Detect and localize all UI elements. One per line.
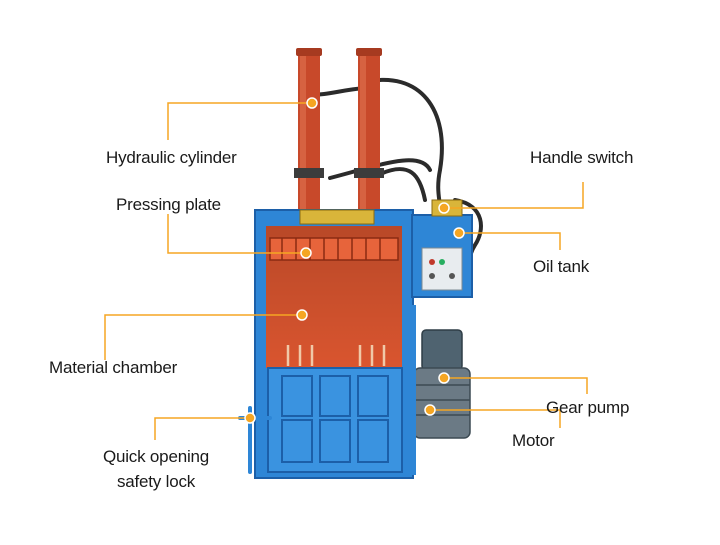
label-quick-lock-line2: safety lock — [116, 472, 196, 491]
label-quick-opening-safety-lock: Quick opening safety lock — [99, 444, 213, 494]
label-hydraulic-cylinder: Hydraulic cylinder — [106, 148, 237, 167]
label-handle-switch: Handle switch — [530, 148, 634, 167]
chamber-door — [267, 367, 403, 473]
callout-dots — [244, 97, 465, 424]
label-material-chamber: Material chamber — [49, 358, 178, 377]
callout-lines — [104, 102, 588, 440]
label-motor: Motor — [512, 431, 555, 450]
label-gear-pump: Gear pump — [546, 398, 630, 417]
label-quick-lock-line1: Quick opening — [102, 447, 210, 466]
control-box — [411, 199, 473, 298]
label-pressing-plate: Pressing plate — [116, 195, 221, 214]
motor-assembly — [412, 305, 471, 475]
label-oil-tank: Oil tank — [533, 257, 590, 276]
hydraulic-cylinders — [294, 48, 384, 214]
pressing-plate — [269, 237, 399, 261]
material-chamber — [266, 226, 402, 368]
